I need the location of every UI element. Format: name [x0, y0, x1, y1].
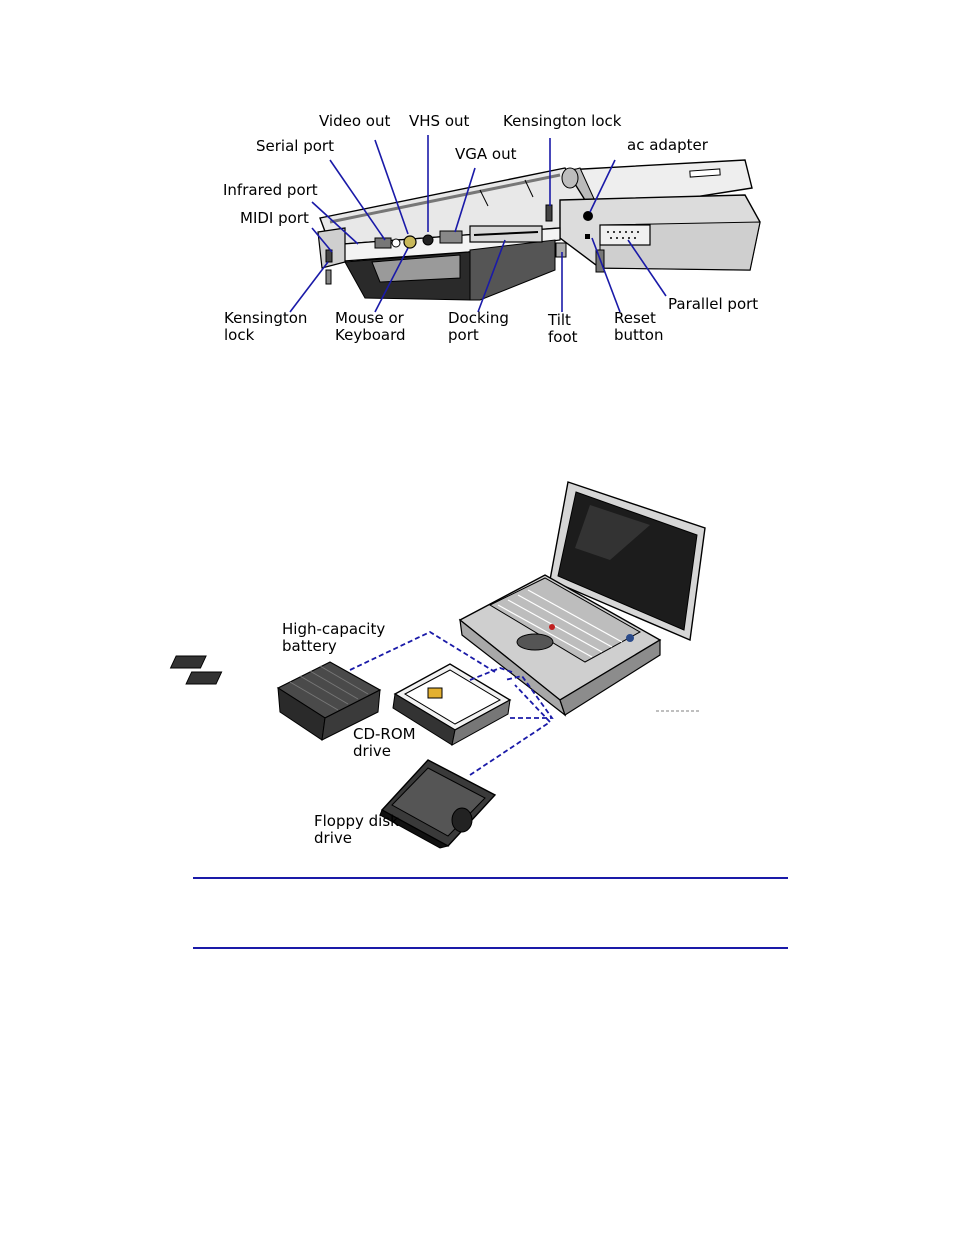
tilt-foot	[555, 242, 567, 258]
label-floppy: Floppy disk drive	[314, 812, 399, 847]
label-infrared-port: Infrared port	[223, 181, 318, 199]
video-out-jack	[403, 235, 417, 249]
label-docking-port: Docking port	[448, 309, 509, 344]
parallel-port-connector	[599, 224, 651, 246]
label-kensington-lock-bottom: Kensington lock	[224, 309, 308, 344]
rule-bottom	[193, 947, 788, 949]
label-midi-port: MIDI port	[240, 209, 309, 227]
laptop-open	[169, 481, 706, 717]
label-ac-adapter: ac adapter	[627, 136, 708, 154]
label-serial-port: Serial port	[256, 137, 334, 155]
rule-top	[193, 877, 788, 879]
reset-button-hole	[585, 234, 590, 239]
label-mouse-keyboard: Mouse or Keyboard	[335, 309, 406, 344]
label-video-out: Video out	[319, 112, 391, 130]
label-tilt-foot: Tilt foot	[548, 311, 578, 346]
vga-out-connector	[439, 230, 463, 244]
label-vhs-out: VHS out	[409, 112, 470, 130]
label-reset-button: Reset button	[614, 309, 664, 344]
kensington-lock-slot	[545, 204, 553, 222]
dashed-leaders-fig2	[349, 630, 554, 776]
label-vga-out: VGA out	[455, 145, 517, 163]
vhs-out-jack	[422, 234, 434, 246]
leader-lines-fig1	[289, 135, 667, 313]
label-parallel-port: Parallel port	[668, 295, 759, 313]
floppy-module	[379, 759, 497, 849]
ac-adapter-jack	[583, 211, 593, 221]
cdrom-module	[392, 663, 512, 746]
label-cdrom: CD-ROM drive	[353, 725, 416, 760]
battery-module	[276, 661, 382, 741]
label-battery: High-capacity battery	[282, 620, 386, 655]
label-kensington-lock-top: Kensington lock	[503, 112, 622, 130]
